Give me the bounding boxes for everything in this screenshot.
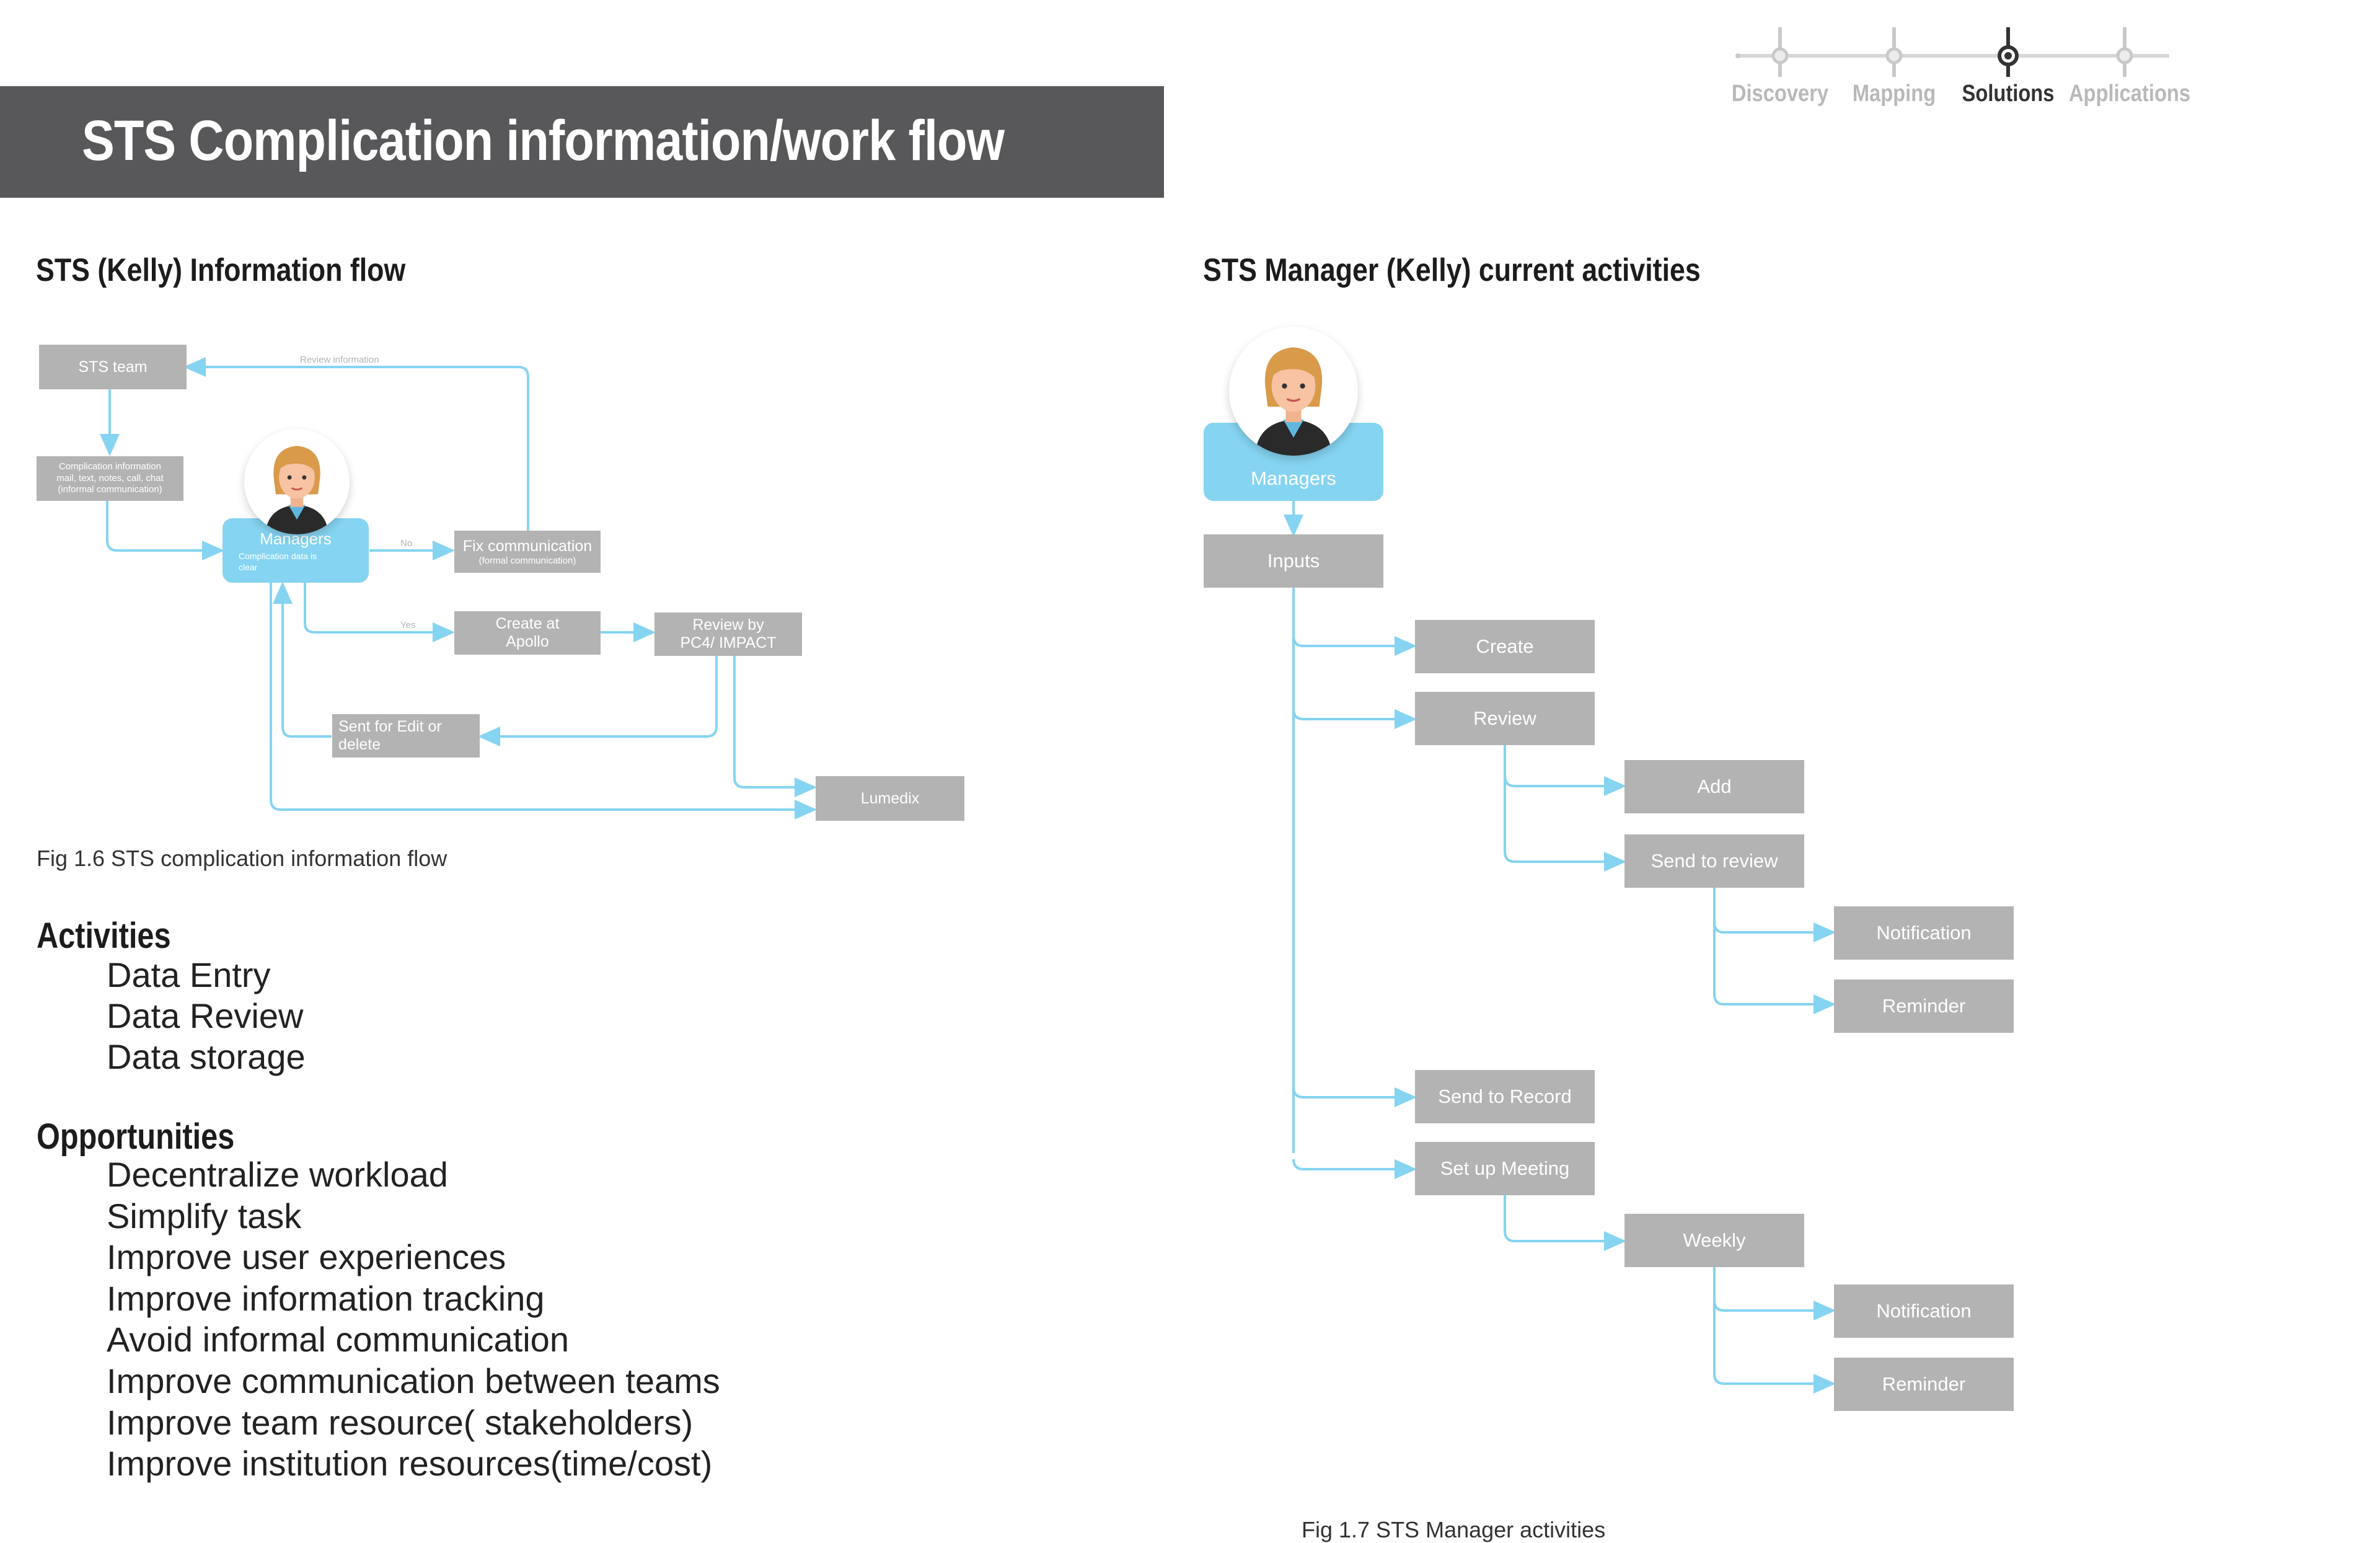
no-label: No	[400, 538, 413, 549]
step-discovery[interactable]: Discovery	[1731, 81, 1829, 107]
activities-list: Data Entry Data Review Data storage	[107, 955, 306, 1077]
list-item: Decentralize workload	[107, 1155, 448, 1194]
reminder-box-1: Reminder	[1834, 979, 2014, 1033]
weekly-box: Weekly	[1624, 1214, 1804, 1267]
inputs-box: Inputs	[1204, 534, 1383, 588]
left-caption: Fig 1.6 STS complication information flo…	[37, 846, 447, 871]
send-to-record-box: Send to Record	[1415, 1070, 1595, 1123]
woman-avatar-icon	[265, 446, 328, 534]
create-box: Create	[1415, 620, 1595, 673]
reminder-box-2: Reminder	[1834, 1358, 2014, 1411]
list-item: Improve user experiences	[107, 1237, 506, 1277]
review-box: Review	[1415, 692, 1595, 745]
step-mapping[interactable]: Mapping	[1852, 81, 1936, 107]
sts-team-box: STS team	[39, 345, 187, 389]
woman-avatar-icon	[1254, 347, 1333, 456]
step-applications[interactable]: Applications	[2068, 81, 2191, 107]
complication-info-box: Complication information mail, text, not…	[37, 456, 183, 501]
notification-box-1: Notification	[1834, 906, 2014, 960]
list-item: Data Review	[107, 996, 304, 1035]
step-marker-discovery	[1771, 27, 1789, 77]
title-bar: STS Complication information/work flow	[0, 86, 1164, 198]
review-information-label: Review information	[300, 355, 379, 365]
fix-communication-box: Fix communication (formal communication)	[454, 531, 601, 573]
list-item: Improve communication between teams	[107, 1361, 720, 1400]
yes-label: Yes	[400, 620, 416, 630]
notification-box-2: Notification	[1834, 1284, 2014, 1338]
list-item: Data storage	[107, 1037, 306, 1076]
review-pc4-box: Review by PC4/ IMPACT	[654, 612, 802, 656]
list-item: Data Entry	[107, 955, 271, 994]
right-section-title: STS Manager (Kelly) current activities	[1203, 252, 1701, 288]
fix-communication-sub: (formal communication)	[478, 555, 576, 566]
managers-sub-label: Complication data is clear	[239, 551, 317, 573]
list-item: Improve team resource( stakeholders)	[107, 1402, 694, 1442]
activities-heading: Activities	[37, 916, 171, 956]
step-solutions[interactable]: Solutions	[1962, 81, 2055, 107]
list-item: Simplify task	[107, 1196, 302, 1236]
info-flow-connectors	[100, 357, 817, 820]
opportunities-heading: Opportunities	[37, 1116, 235, 1157]
opportunities-list: Decentralize workload Simplify task Impr…	[107, 1154, 720, 1485]
sent-edit-box: Sent for Edit or delete	[332, 714, 480, 758]
progress-nav: Discovery Mapping Solutions Applications	[1723, 19, 2194, 118]
create-apollo-box: Create at Apollo	[454, 611, 601, 655]
avatar-left	[244, 429, 350, 534]
list-item: Improve institution resources(time/cost)	[107, 1444, 713, 1483]
step-marker-applications	[2116, 27, 2133, 77]
step-marker-solutions	[1998, 27, 2019, 77]
send-to-review-box: Send to review	[1624, 834, 1804, 888]
managers-label-right: Managers	[1251, 467, 1336, 489]
fix-communication-label: Fix communication	[462, 537, 593, 555]
page-title: STS Complication information/work flow	[82, 109, 1005, 172]
list-item: Improve information tracking	[107, 1278, 545, 1318]
list-item: Avoid informal communication	[107, 1320, 569, 1360]
progress-track	[1735, 27, 2169, 77]
right-caption: Fig 1.7 STS Manager activities	[1302, 1517, 1606, 1542]
set-up-meeting-box: Set up Meeting	[1415, 1142, 1595, 1195]
add-box: Add	[1624, 760, 1804, 813]
left-section-title: STS (Kelly) Information flow	[36, 252, 406, 288]
lumedix-box: Lumedix	[816, 776, 964, 821]
step-marker-mapping	[1885, 27, 1903, 77]
avatar-right	[1229, 327, 1358, 456]
